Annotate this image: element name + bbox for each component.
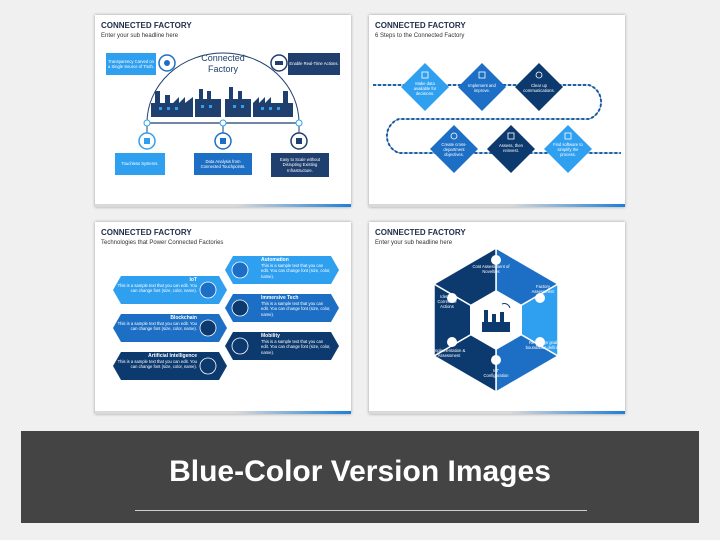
info-box-data-analysis: Data Analysis from Connected Touchpoints… bbox=[194, 153, 252, 175]
step-label: Make data available for decisions. bbox=[413, 81, 437, 97]
iot-icon bbox=[491, 355, 501, 365]
step-label: Implement and improve. bbox=[468, 83, 496, 94]
slide-footer-bar bbox=[369, 411, 625, 414]
vr-icon bbox=[231, 299, 249, 317]
segment-label: Re-design goal & boundaries definition bbox=[525, 340, 565, 351]
segment-label: Cost Assessment of Novelties bbox=[472, 264, 510, 275]
slide-title: CONNECTED FACTORY bbox=[375, 21, 466, 30]
slide-subtitle: Enter your sub headline here bbox=[101, 33, 179, 39]
banner-title: Blue-Color Version Images bbox=[169, 455, 551, 488]
slide-connected-factory-overview[interactable]: CONNECTED FACTORY Enter your sub headlin… bbox=[95, 15, 351, 207]
center-title: Connected Factory bbox=[201, 53, 245, 74]
segment-label: Identify Corrective Actions bbox=[437, 294, 457, 310]
factory-icon bbox=[151, 87, 293, 117]
tech-item-ai: Artificial Intelligence This is a sample… bbox=[117, 353, 197, 370]
tech-item-mobility: Mobility This is a sample text that you … bbox=[261, 333, 331, 355]
data-icon bbox=[421, 71, 429, 79]
slide-title: CONNECTED FACTORY bbox=[101, 21, 192, 30]
slide-technologies[interactable]: CONNECTED FACTORY Technologies that Powe… bbox=[95, 222, 351, 414]
tech-item-immersive: Immersive Tech This is a sample text tha… bbox=[261, 295, 331, 317]
step-label: Assess, then reinvest. bbox=[499, 143, 523, 154]
tech-item-iot: IoT This is a sample text that you can e… bbox=[117, 277, 197, 294]
slide-six-steps[interactable]: CONNECTED FACTORY 6 Steps to the Connect… bbox=[369, 15, 625, 207]
step-label: Clear up communications. bbox=[523, 83, 555, 94]
tech-item-blockchain: Blockchain This is a sample text that yo… bbox=[117, 315, 197, 332]
mobile-icon bbox=[231, 337, 249, 355]
slide-subtitle: Enter your sub headline here bbox=[375, 240, 453, 246]
tech-hexagons bbox=[113, 256, 339, 380]
hexagon-cycle-diagram bbox=[432, 246, 560, 394]
factory-center-icon bbox=[482, 310, 510, 332]
factory-diagram bbox=[138, 52, 308, 150]
chat-icon bbox=[535, 71, 543, 79]
gear-icon bbox=[478, 71, 486, 79]
segment-label: Implementation & Assessment bbox=[432, 348, 466, 359]
ai-chip-icon bbox=[199, 357, 217, 375]
automation-gear-icon bbox=[231, 261, 249, 279]
software-icon bbox=[564, 132, 572, 140]
info-box-transparency: Transparency Carved on a Single Source o… bbox=[106, 53, 156, 75]
corrective-icon bbox=[447, 293, 457, 303]
target-icon bbox=[450, 132, 458, 140]
slide-footer-bar bbox=[369, 204, 625, 207]
mobile-assessment-icon bbox=[491, 255, 501, 265]
slide-hexagon-cycle[interactable]: CONNECTED FACTORY Enter your sub headlin… bbox=[369, 222, 625, 414]
slide-footer-bar bbox=[95, 204, 351, 207]
info-box-touchless: Touchless Systems. bbox=[115, 153, 165, 175]
step-label: Create cross-department objectives. bbox=[441, 142, 467, 158]
info-box-easy-to-scale: Easy to Scale without Disrupting Existin… bbox=[271, 153, 329, 177]
tech-item-automation: Automation This is a sample text that yo… bbox=[261, 257, 331, 279]
blockchain-icon bbox=[199, 319, 217, 337]
factory-assessment-icon bbox=[535, 293, 545, 303]
implementation-icon bbox=[447, 337, 457, 347]
steps-path bbox=[373, 63, 621, 173]
money-icon bbox=[507, 132, 515, 140]
target-icon bbox=[535, 337, 545, 347]
cloud-icon bbox=[199, 281, 217, 299]
info-box-real-time: Enable Real-Time Actions. bbox=[288, 53, 340, 75]
segment-label: Factory Assessment bbox=[531, 284, 555, 295]
slide-title: CONNECTED FACTORY bbox=[375, 228, 466, 237]
segment-label: IoT Configuration bbox=[483, 368, 509, 379]
slide-subtitle: Technologies that Power Connected Factor… bbox=[101, 240, 224, 246]
banner-divider bbox=[135, 510, 587, 511]
slide-subtitle: 6 Steps to the Connected Factory bbox=[375, 33, 465, 39]
step-label: Find software to simplify the process. bbox=[553, 142, 583, 158]
slide-title: CONNECTED FACTORY bbox=[101, 228, 192, 237]
slide-footer-bar bbox=[95, 411, 351, 414]
blue-version-banner: Blue-Color Version Images bbox=[21, 431, 699, 523]
